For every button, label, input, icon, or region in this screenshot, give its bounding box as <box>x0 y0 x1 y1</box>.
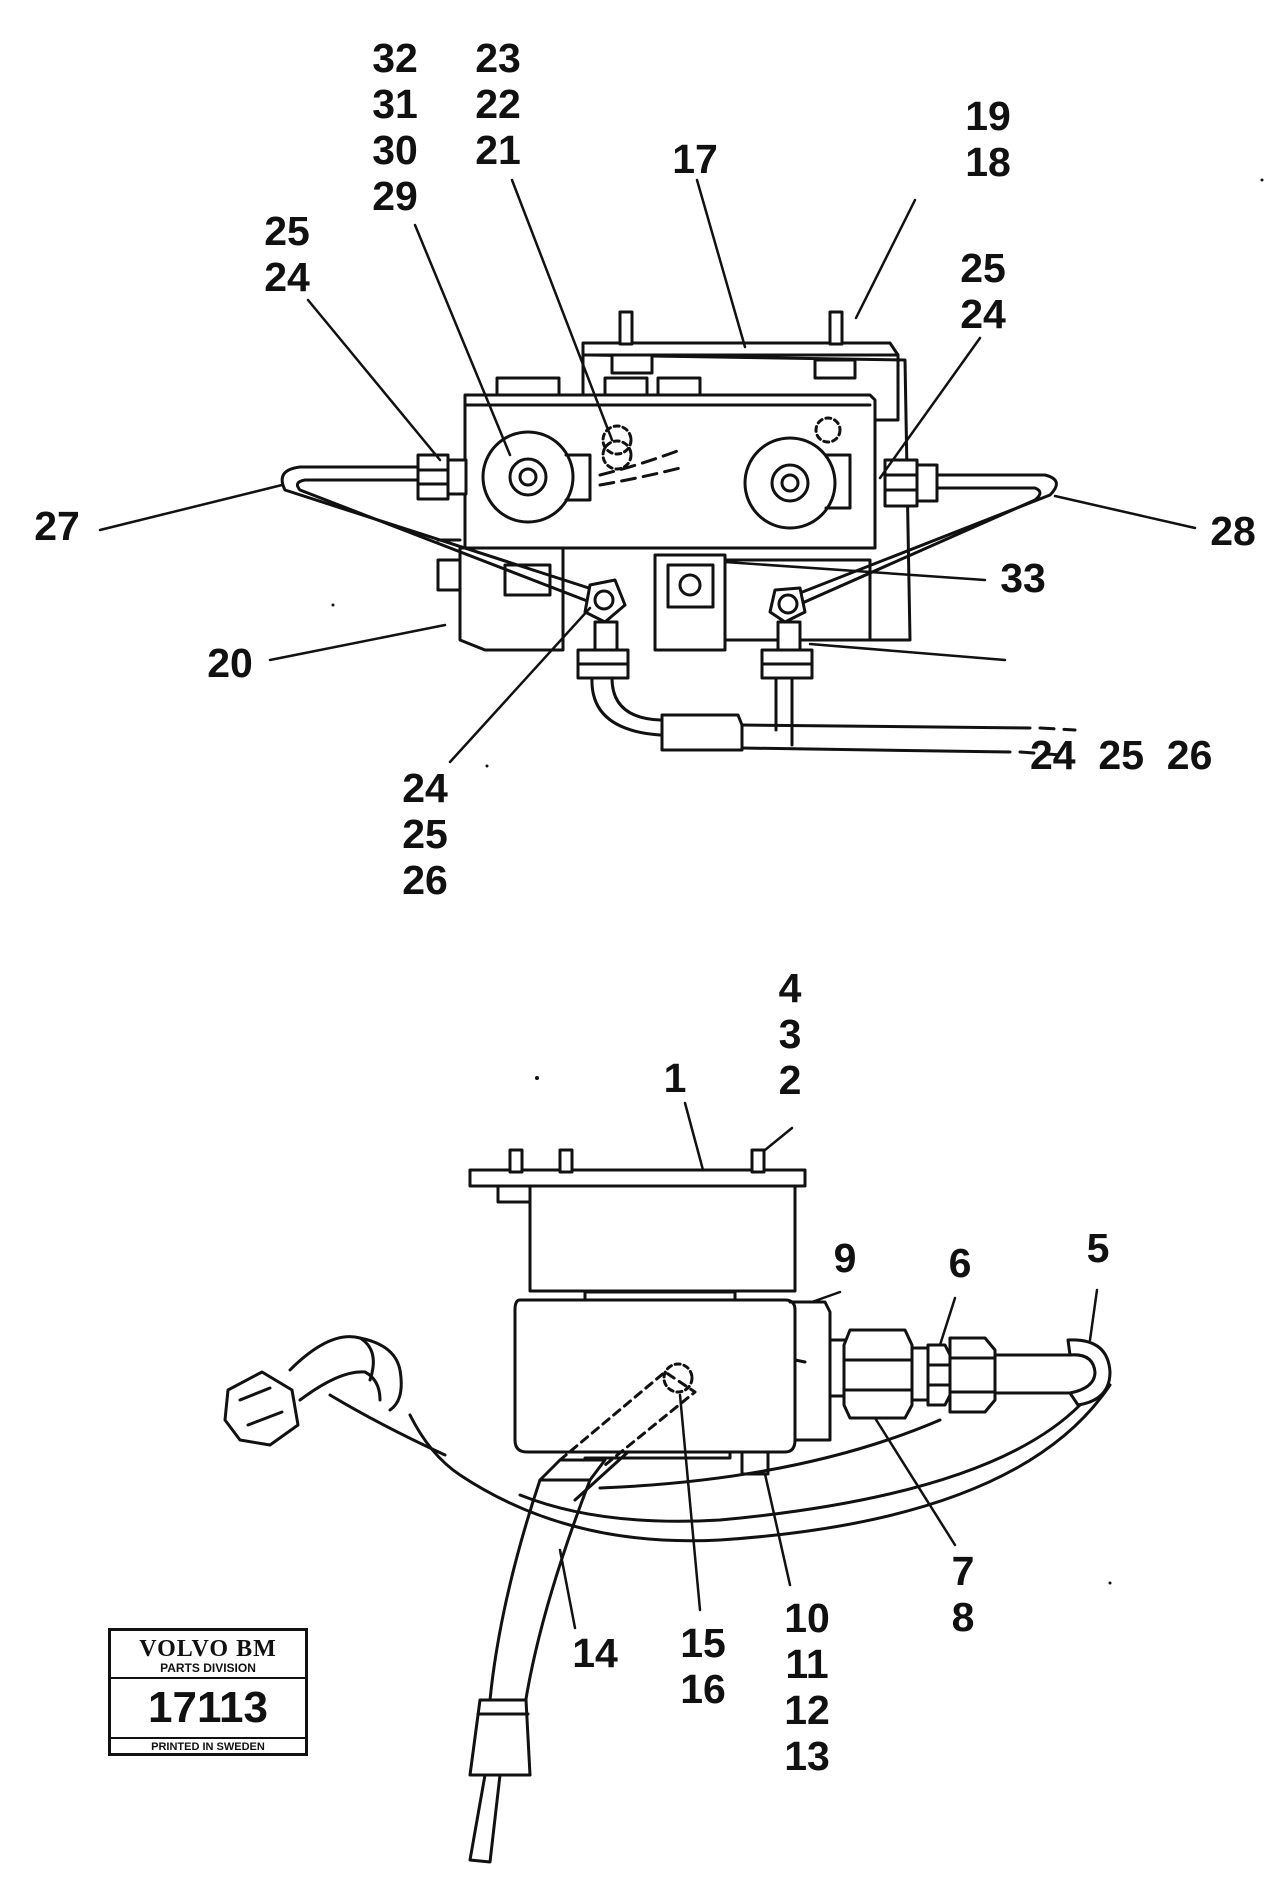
hose-14 <box>488 1478 542 1702</box>
pipe-27 <box>280 465 597 592</box>
callout-text: 27 <box>34 503 80 549</box>
callout-text: 7 <box>951 1548 975 1594</box>
callout-text: 15 <box>680 1620 726 1666</box>
callout-9: 9 <box>810 1235 880 1281</box>
stud <box>828 310 844 346</box>
callout-text: 8 <box>951 1594 975 1640</box>
callout-text: 29 <box>372 173 418 219</box>
callout-text: 1 <box>663 1055 687 1101</box>
upper-housing <box>528 1184 797 1293</box>
hidden-plug-right <box>814 416 842 444</box>
callout-text: 13 <box>784 1733 830 1779</box>
callout-text: 31 <box>372 81 418 127</box>
callout-19-18: 19 18 <box>953 93 1023 185</box>
callout-text: 24 25 26 <box>1030 732 1213 778</box>
callout-23-22-21: 23 22 21 <box>463 35 533 173</box>
hidden-plug-left <box>601 424 633 456</box>
callout-text: 33 <box>1000 555 1046 601</box>
callout-7-8: 7 8 <box>928 1548 998 1640</box>
callout-6: 6 <box>925 1240 995 1286</box>
callout-text: 25 <box>960 245 1006 291</box>
stud <box>618 310 634 346</box>
valve-body-lower <box>513 1298 797 1454</box>
callout-25-24-left: 25 24 <box>252 208 322 300</box>
callout-text: 6 <box>948 1240 972 1286</box>
hose-end-sleeve <box>468 1698 532 1777</box>
callout-text: 14 <box>572 1630 618 1676</box>
callout-text: 24 <box>264 254 310 300</box>
callout-text: 2 <box>778 1057 802 1103</box>
callout-24-25-26-bottom: 24 25 26 <box>390 765 460 903</box>
callout-24-25-26-right: 24 25 26 <box>1030 640 1250 870</box>
callout-5: 5 <box>1063 1225 1133 1271</box>
callout-text: 21 <box>475 127 521 173</box>
callout-4-3-2: 4 3 2 <box>755 965 825 1103</box>
brand-name: VOLVO BM <box>139 1636 277 1662</box>
callout-text: 23 <box>475 35 521 81</box>
callout-text: 18 <box>965 139 1011 185</box>
callout-text: 24 <box>960 291 1006 337</box>
callout-text: 3 <box>778 1011 802 1057</box>
callout-25-24-right: 25 24 <box>948 245 1018 337</box>
callout-text: 10 <box>784 1595 830 1641</box>
callout-15-16: 15 16 <box>668 1620 738 1712</box>
hose-end-left <box>288 1335 403 1412</box>
callout-text: 19 <box>965 93 1011 139</box>
callout-text: 5 <box>1086 1225 1110 1271</box>
callout-text: 26 <box>402 857 448 903</box>
drawing-number: 17113 <box>111 1679 305 1739</box>
pipe-28 <box>780 473 1058 602</box>
callout-text: 20 <box>207 640 253 686</box>
hex-nut-6 <box>926 1343 952 1407</box>
elbow-5 <box>1066 1338 1112 1407</box>
parts-division-text: PARTS DIVISION <box>111 1661 305 1679</box>
callout-text: 11 <box>785 1641 829 1687</box>
hose-sleeve <box>660 713 744 752</box>
callout-text: 28 <box>1210 508 1256 554</box>
callout-text: 4 <box>778 965 802 1011</box>
callout-32-31-30-29: 32 31 30 29 <box>360 35 430 219</box>
callout-17: 17 <box>660 136 730 182</box>
callout-1: 1 <box>640 1055 710 1101</box>
callout-text: 32 <box>372 35 418 81</box>
callout-text: 24 <box>402 765 448 811</box>
leader-lines-bottom <box>558 1101 1099 1630</box>
valve-assembly-bottom <box>223 1148 1112 1864</box>
hex-fitting-left <box>223 1370 300 1447</box>
elbow-fitting-right <box>768 586 807 624</box>
leader-lines-top <box>98 178 1197 764</box>
volvo-bm-logo-box: VOLVO BM PARTS DIVISION 17113 PRINTED IN… <box>108 1628 308 1756</box>
callout-text: 25 <box>264 208 310 254</box>
callout-text: 12 <box>784 1687 830 1733</box>
callout-text: 25 <box>402 811 448 857</box>
valve-assembly-top <box>280 310 1077 757</box>
callout-28: 28 <box>1198 508 1268 554</box>
elbow-fitting-left <box>583 578 627 624</box>
callout-text: 22 <box>475 81 521 127</box>
callout-27: 27 <box>22 503 92 549</box>
callout-text: 16 <box>680 1666 726 1712</box>
callout-text: 9 <box>833 1235 857 1281</box>
callout-20: 20 <box>195 640 265 686</box>
callout-text: 17 <box>672 136 718 182</box>
callout-33: 33 <box>988 555 1058 601</box>
callout-10-13: 10 11 12 13 <box>772 1595 842 1779</box>
hose-left <box>590 676 662 737</box>
printed-in-text: PRINTED IN SWEDEN <box>151 1741 265 1753</box>
main-hose <box>408 1383 1112 1543</box>
callout-text: 30 <box>372 127 418 173</box>
callout-14: 14 <box>560 1630 630 1676</box>
hex-nut-7 <box>842 1328 914 1420</box>
